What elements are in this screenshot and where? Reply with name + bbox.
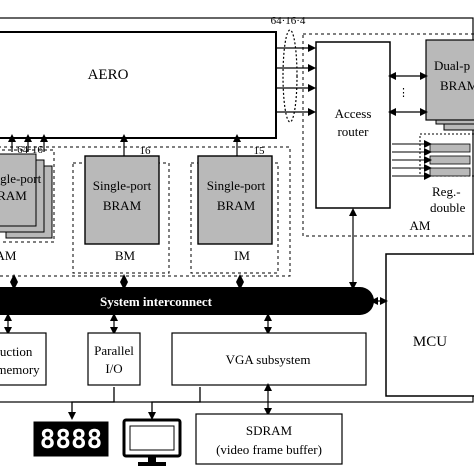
aero-block: AERO <box>0 31 277 139</box>
access-router: Access router <box>315 41 391 209</box>
bram-region <box>0 146 291 277</box>
im-bottom-label: IM <box>234 248 250 263</box>
bm-bottom-label: BM <box>115 248 136 263</box>
bm-bram-block: Single-port BRAM BM <box>72 155 170 274</box>
vga-monitor-link <box>148 387 201 420</box>
instruction-memory-line2: memory <box>0 362 40 377</box>
bus-width-im: 15 <box>254 145 266 157</box>
am-bram-line2: RAM <box>0 188 27 203</box>
parallel-io-block: Parallel I/O <box>87 332 141 386</box>
bram-interconnect-links <box>10 274 244 290</box>
reg-line1: Reg.- <box>432 184 461 199</box>
system-interconnect: System interconnect <box>0 287 374 315</box>
seven-segment-digits: 8888 <box>40 425 103 455</box>
dual-port-ellipsis: ⋮ <box>398 87 409 99</box>
reg-line2: double <box>430 200 466 215</box>
dual-port-bram: Dual-p BRAM <box>425 39 474 131</box>
monitor-icon <box>122 418 182 466</box>
router-reg-links <box>392 140 432 180</box>
pio-display-link <box>68 387 115 420</box>
dual-port-line2: BRAM <box>440 78 474 93</box>
seven-segment-display: 8888 <box>33 421 109 457</box>
aero-router-bus <box>276 29 316 123</box>
parallel-io-line2: I/O <box>105 361 122 376</box>
mcu-block: MCU <box>385 253 474 397</box>
vga-subsystem-block: VGA subsystem <box>171 332 367 386</box>
instruction-memory-block: ruction memory <box>0 332 47 386</box>
vga-subsystem-label: VGA subsystem <box>226 352 311 367</box>
access-router-line1: Access <box>335 106 372 121</box>
dual-port-line1: Dual-p <box>434 58 470 73</box>
bm-bram-line1: Single-port <box>93 178 152 193</box>
bus-width-top: 64·16·4 <box>271 15 306 27</box>
sdram-line1: SDRAM <box>246 423 293 438</box>
am-bus-arrows <box>8 134 48 152</box>
parallel-io-line1: Parallel <box>94 343 134 358</box>
am-region-label: AM <box>410 218 431 233</box>
system-frame <box>0 17 474 403</box>
bm-bram-line2: BRAM <box>103 198 142 213</box>
am-bram-stack: Single-port RAM AM <box>0 149 55 263</box>
im-bram-line2: BRAM <box>217 198 256 213</box>
am-bottom-label: AM <box>0 248 17 263</box>
system-interconnect-label: System interconnect <box>100 294 213 309</box>
register-double: Reg.- double <box>419 133 474 215</box>
interconnect-peripheral-links <box>4 313 272 335</box>
am-region <box>302 33 474 237</box>
access-router-line2: router <box>337 124 369 139</box>
bus-width-am: 64·16 <box>17 144 43 156</box>
im-bram-block: Single-port BRAM IM <box>190 155 279 274</box>
router-dual-port-links <box>388 72 428 116</box>
mcu-label: MCU <box>413 334 447 350</box>
im-bram-line1: Single-port <box>207 178 266 193</box>
instruction-memory-line1: ruction <box>0 344 33 359</box>
sdram-block: SDRAM (video frame buffer) <box>195 413 343 465</box>
bus-width-bm: 16 <box>140 145 152 157</box>
sdram-line2: (video frame buffer) <box>216 442 322 457</box>
aero-label: AERO <box>88 67 129 83</box>
am-bram-line1: Single-port <box>0 171 42 186</box>
